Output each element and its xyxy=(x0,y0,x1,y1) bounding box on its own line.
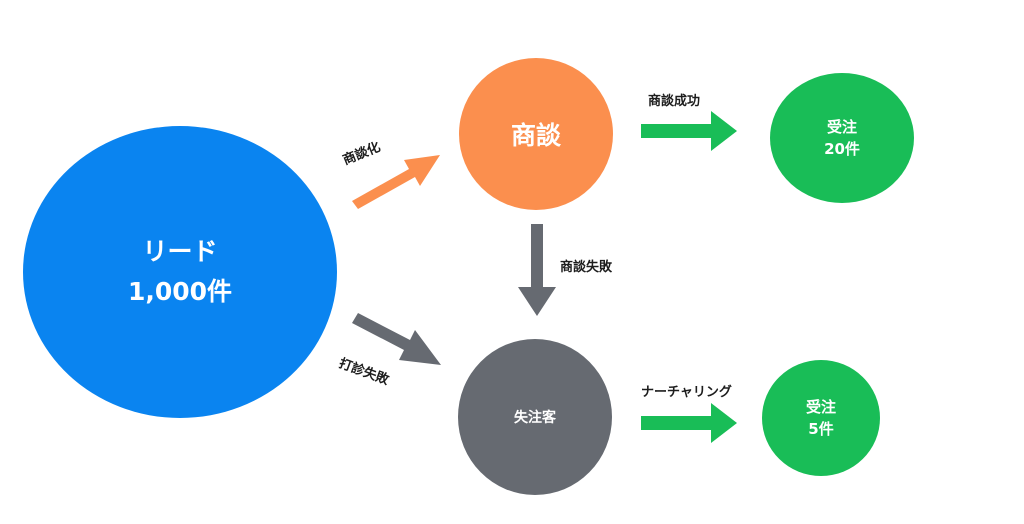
lead-count: 1,000件 xyxy=(127,277,233,306)
arrow-deal-to-lost xyxy=(518,224,556,316)
arrow-lost-to-won xyxy=(641,403,737,443)
won-20-count: 20件 xyxy=(824,140,860,158)
edge-label-deal-fail: 商談失敗 xyxy=(560,260,613,275)
arrow-deal-to-won xyxy=(641,111,737,151)
lead-node: リード 1,000件 xyxy=(23,126,337,418)
won-5-title: 受注 xyxy=(805,398,836,416)
arrow-lead-to-deal xyxy=(352,155,440,209)
lead-title: リード xyxy=(142,237,218,266)
arrow-lead-to-lost xyxy=(352,313,441,365)
deal-node: 商談 xyxy=(459,58,613,210)
edge-label-deal-success: 商談成功 xyxy=(648,94,701,109)
won-20-title: 受注 xyxy=(826,118,857,136)
edge-label-nurturing: ナーチャリング xyxy=(641,385,732,400)
won-node-5: 受注 5件 xyxy=(762,360,880,476)
won-5-count: 5件 xyxy=(808,420,834,438)
lost-node: 失注客 xyxy=(458,339,612,495)
won-node-20: 受注 20件 xyxy=(770,73,914,203)
lost-title: 失注客 xyxy=(514,410,556,426)
deal-title: 商談 xyxy=(510,121,561,150)
